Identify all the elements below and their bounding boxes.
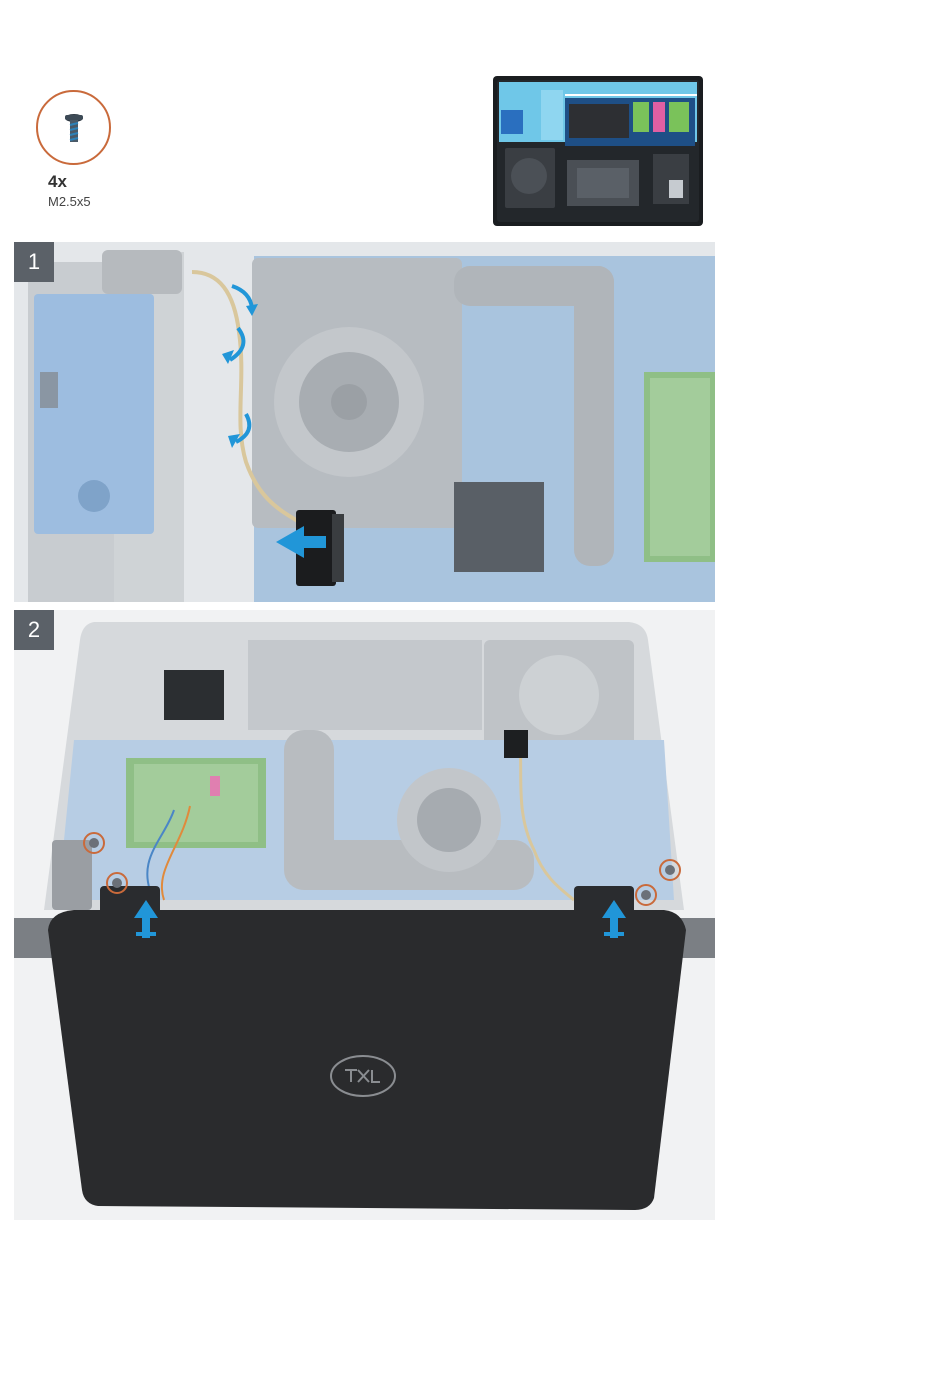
step-1-panel: 1 — [14, 242, 715, 602]
step-2-badge: 2 — [14, 610, 54, 650]
screw-size: M2.5x5 — [48, 194, 91, 209]
step-1-badge: 1 — [14, 242, 54, 282]
screw-quantity: 4x — [48, 172, 67, 192]
screw-icon — [38, 92, 109, 163]
step-2-panel: 2 — [14, 610, 715, 1220]
overview-thumbnail — [493, 76, 703, 226]
screw-callout — [36, 90, 111, 165]
